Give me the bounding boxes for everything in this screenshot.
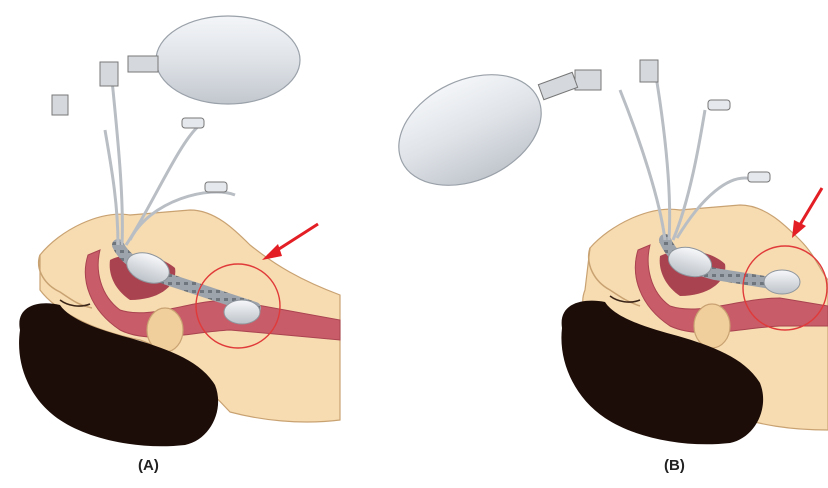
patient-b-ear xyxy=(694,304,730,348)
bag-connector-b xyxy=(538,72,577,99)
panel-label-b: (B) xyxy=(664,457,685,474)
pilot-valve-b-1 xyxy=(708,100,730,110)
connector-b-1 xyxy=(575,70,601,90)
ventilation-bag-a xyxy=(156,16,300,104)
pilot-valve-a-1 xyxy=(182,118,204,128)
panel-label-a: (A) xyxy=(138,457,159,474)
indicator-arrow-b xyxy=(798,188,822,228)
panel-b: (B) xyxy=(381,53,828,474)
tube-cuff-b-lower xyxy=(764,270,800,294)
connector-a-1 xyxy=(52,95,68,115)
connector-b-2 xyxy=(640,60,658,82)
indicator-arrowhead-a xyxy=(262,244,282,260)
bag-connector-a xyxy=(128,56,158,72)
indicator-arrowhead-b xyxy=(792,220,806,238)
tube-cuff-a-lower xyxy=(224,300,260,324)
pilot-valve-b-2 xyxy=(748,172,770,182)
panel-a: (A) xyxy=(19,16,340,474)
ventilation-bag-b xyxy=(381,53,559,207)
connector-a-2 xyxy=(100,62,118,86)
pilot-valve-a-2 xyxy=(205,182,227,192)
